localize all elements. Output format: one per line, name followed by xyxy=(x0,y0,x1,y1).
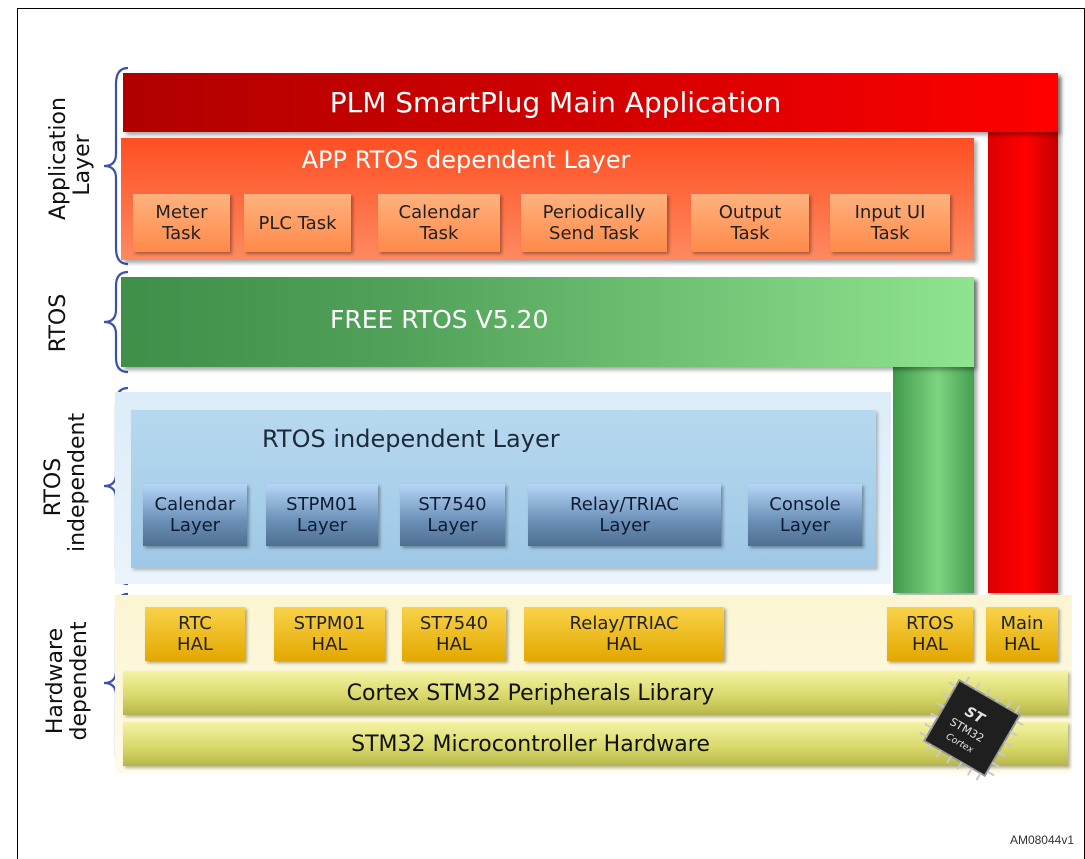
task-input-ui: Input UI Task xyxy=(830,194,950,252)
task-plc: PLC Task xyxy=(244,194,351,252)
figure-code: AM08044v1 xyxy=(1009,833,1074,847)
main-application-vertical-bar xyxy=(988,73,1058,593)
main-application-title: PLM SmartPlug Main Application xyxy=(329,86,782,119)
layer-st7540: ST7540 Layer xyxy=(400,484,505,546)
layer-calendar: Calendar Layer xyxy=(143,484,247,546)
side-label-rtos: RTOS xyxy=(46,293,71,353)
layer-console: Console Layer xyxy=(748,484,862,546)
stm32-chip-icon: ST STM32 Cortex xyxy=(919,676,1024,781)
brace-rtos xyxy=(103,270,129,374)
rtos-bar xyxy=(121,277,974,367)
layer-stpm01: STPM01 Layer xyxy=(266,484,378,546)
side-label-hardware-dependent: Hardware dependent xyxy=(43,621,92,741)
hal-stpm01: STPM01 HAL xyxy=(274,607,385,661)
task-output: Output Task xyxy=(691,194,809,252)
hal-main: Main HAL xyxy=(986,607,1058,661)
task-calendar: Calendar Task xyxy=(378,194,500,252)
hal-relay-triac: Relay/TRIAC HAL xyxy=(524,607,724,661)
hal-rtos: RTOS HAL xyxy=(887,607,973,661)
app-layer-title: APP RTOS dependent Layer xyxy=(301,146,631,174)
rtos-independent-title: RTOS independent Layer xyxy=(262,425,560,453)
side-label-application-layer: Application Layer xyxy=(46,97,95,220)
brace-application xyxy=(103,66,129,266)
hal-rtc: RTC HAL xyxy=(145,607,245,661)
task-periodically-send: Periodically Send Task xyxy=(521,194,667,252)
microcontroller-hardware-bar: STM32 Microcontroller Hardware xyxy=(123,722,1068,766)
side-label-rtos-independent: RTOS independent xyxy=(41,412,90,552)
main-application-bar xyxy=(123,73,1058,132)
layer-relay-triac: Relay/TRIAC Layer xyxy=(528,484,721,546)
rtos-title: FREE RTOS V5.20 xyxy=(330,305,549,334)
hal-st7540: ST7540 HAL xyxy=(402,607,506,661)
task-meter: Meter Task xyxy=(133,194,230,252)
peripherals-library-bar: Cortex STM32 Peripherals Library xyxy=(123,671,1068,715)
